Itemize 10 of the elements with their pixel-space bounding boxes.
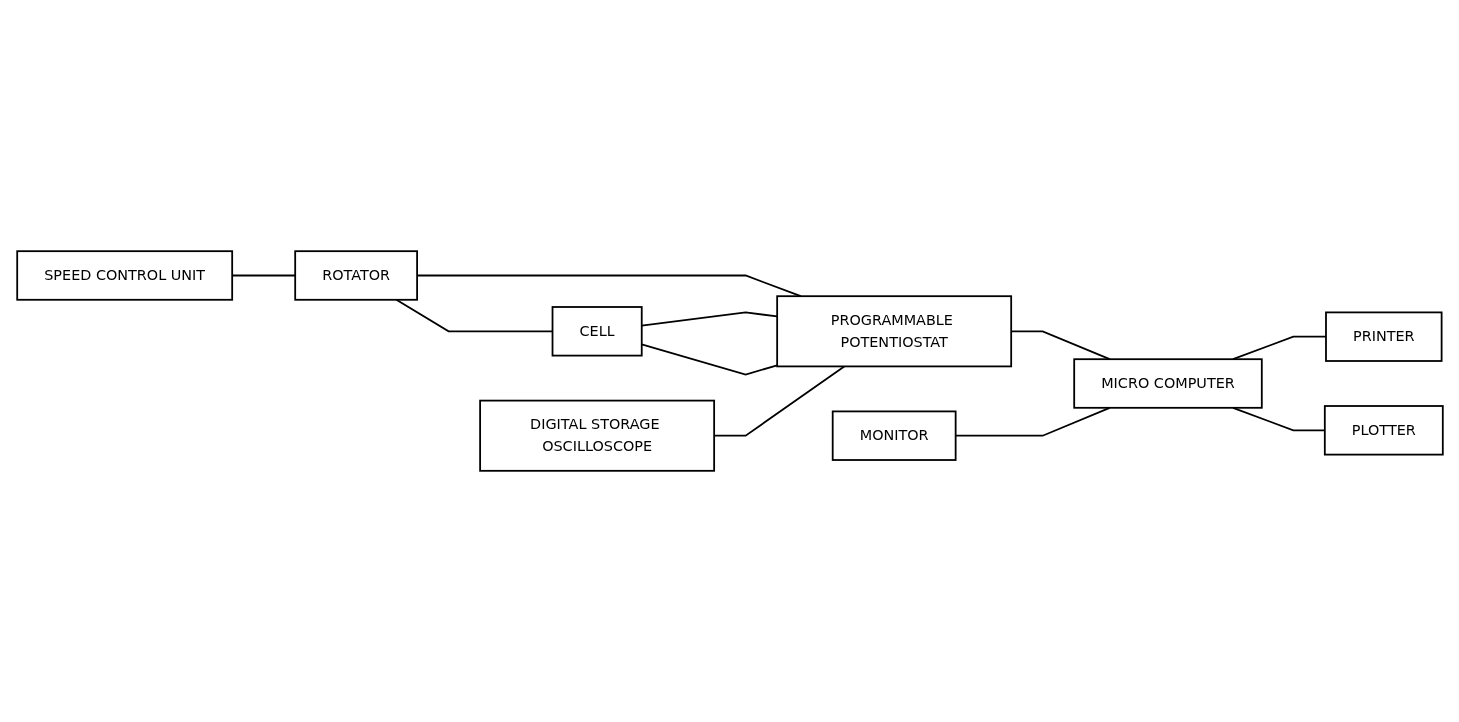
node-box: SPEED CONTROL UNIT xyxy=(15,250,233,301)
node-box: MICRO COMPUTER xyxy=(1072,358,1263,409)
node-box: PROGRAMMABLE POTENTIOSTAT xyxy=(775,295,1012,368)
node-box: DIGITAL STORAGE OSCILLOSCOPE xyxy=(478,399,715,472)
node-box: PRINTER xyxy=(1324,311,1442,362)
node-box: PLOTTER xyxy=(1323,405,1444,456)
connector xyxy=(395,298,553,333)
node-box: ROTATOR xyxy=(293,250,418,301)
node-box: CELL xyxy=(551,306,643,357)
node-box: MONITOR xyxy=(831,410,957,461)
